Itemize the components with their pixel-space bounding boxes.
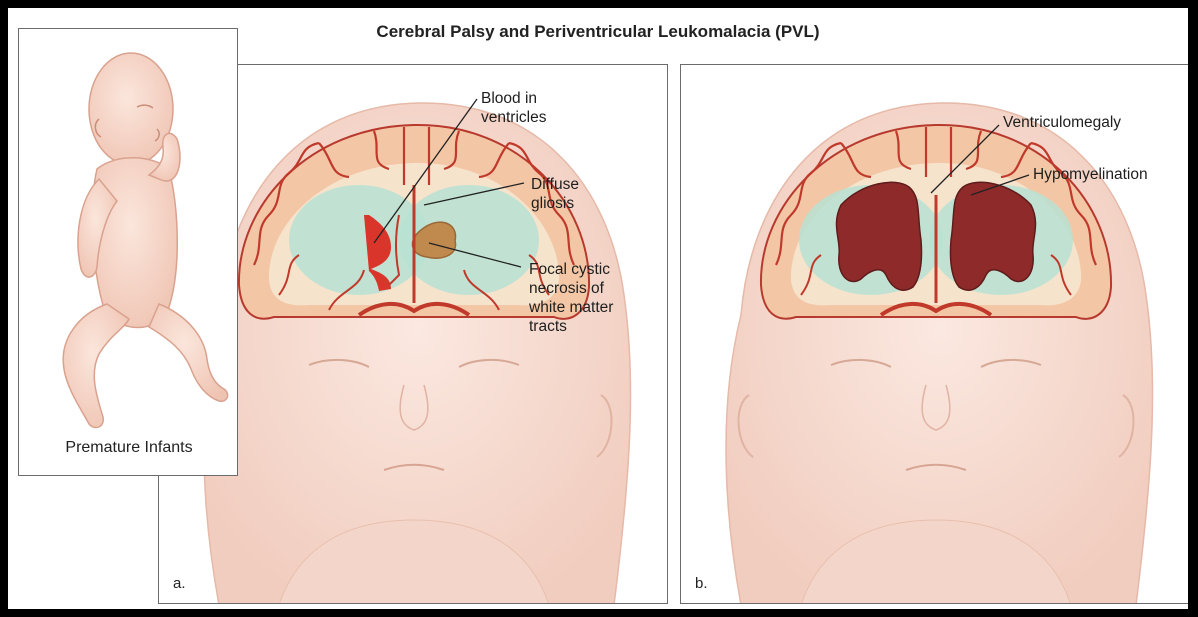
infant-caption: Premature Infants	[19, 439, 238, 457]
panel-a-letter: a.	[173, 575, 186, 592]
baby-leg-left	[63, 304, 129, 428]
label-ventriculomegaly: Ventriculomegaly	[1003, 113, 1121, 132]
infant-panel: Premature Infants	[18, 28, 238, 476]
label-diffuse-gliosis: Diffuse gliosis	[531, 175, 579, 213]
premature-infant-illustration	[19, 29, 238, 476]
panel-b-illustration	[681, 65, 1188, 604]
panel-b-letter: b.	[695, 575, 708, 592]
label-focal-cystic-necrosis: Focal cystic necrosis of white matter tr…	[529, 260, 613, 336]
label-hypomyelination: Hypomyelination	[1033, 165, 1148, 184]
figure-frame: Cerebral Palsy and Periventricular Leuko…	[8, 8, 1188, 609]
label-blood-in-ventricles: Blood in ventricles	[481, 89, 546, 127]
baby-head	[89, 53, 173, 165]
baby-leg-right	[149, 304, 228, 401]
baby-torso	[92, 158, 177, 328]
panel-b: Ventriculomegaly Hypomyelination b.	[680, 64, 1188, 604]
